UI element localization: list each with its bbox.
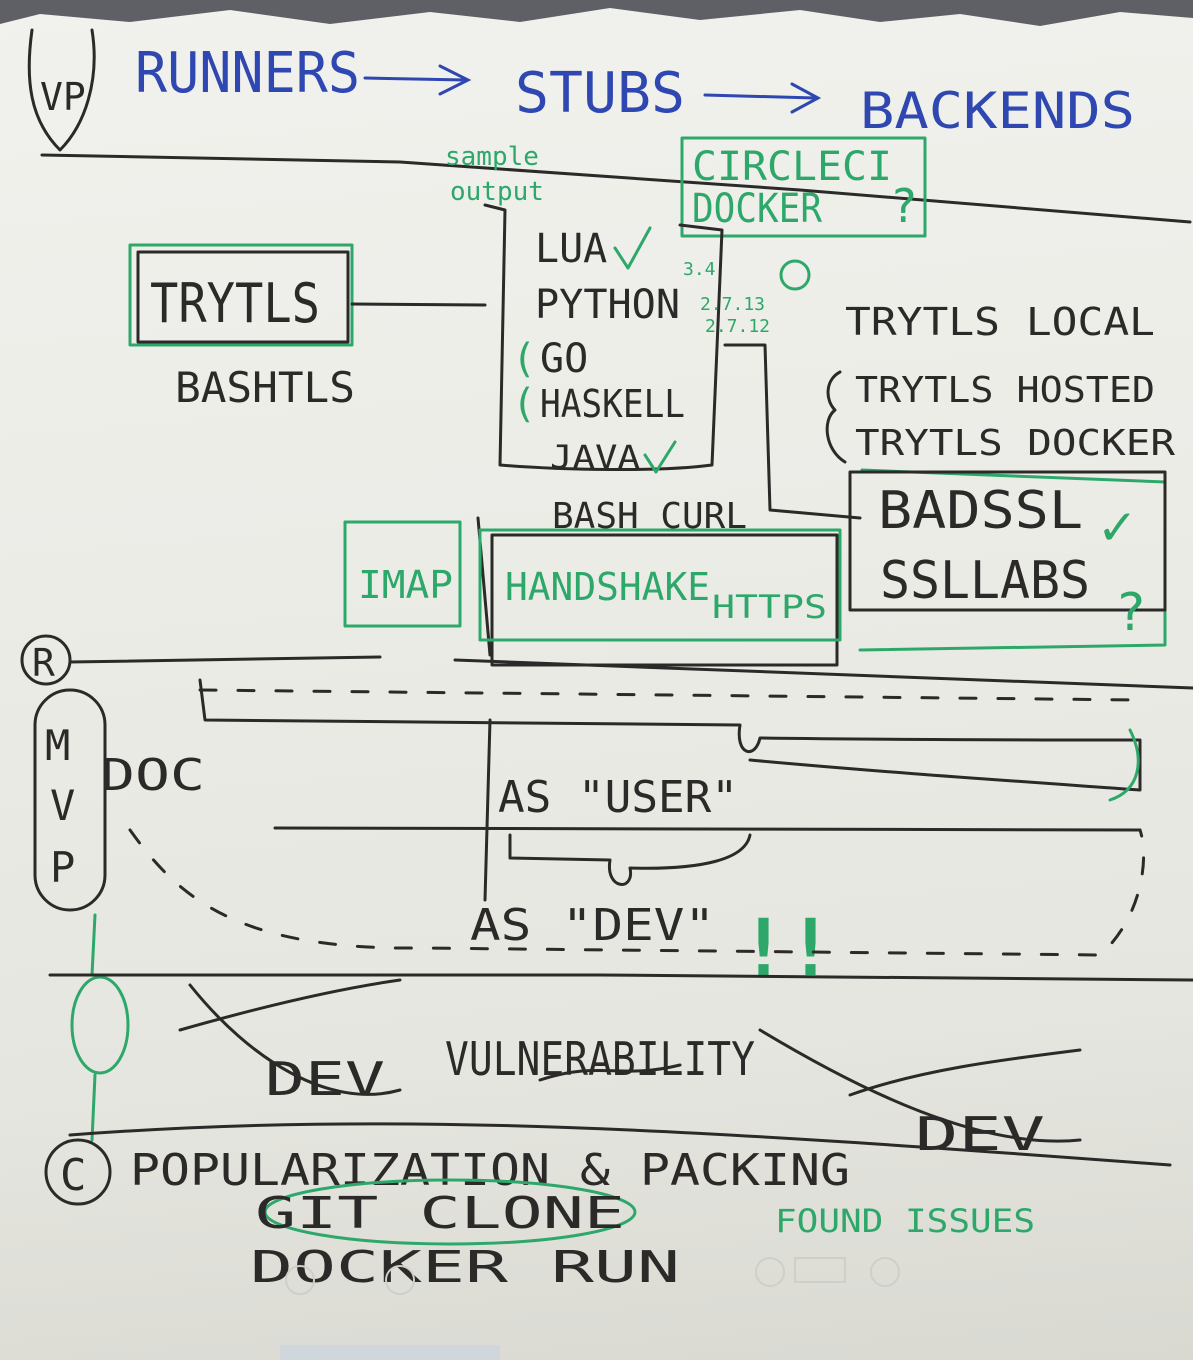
runner-bashtls: BASHTLS (175, 363, 355, 412)
section-r-divider (68, 655, 1193, 690)
section-exclaim: !! (740, 904, 834, 994)
torn-edge (0, 0, 1193, 26)
section-as-dev: AS "DEV" (470, 900, 715, 951)
stub-java: JAVA (550, 438, 640, 476)
mvp-funnel-outline (27, 28, 96, 152)
backend-trytls-local: TRYTLS LOCAL (845, 300, 1155, 344)
note-sample: sample (445, 142, 539, 172)
header-divider (40, 153, 1192, 224)
backend-brace (825, 370, 847, 464)
note-output: output (450, 177, 544, 207)
section-docker-run: DOCKER RUN (250, 1242, 680, 1293)
handshake-green-box (478, 528, 842, 642)
paper-barcode (794, 1257, 846, 1283)
paper-logo-3 (755, 1257, 785, 1287)
stub-python: PYTHON (535, 282, 680, 328)
mvp-letter-v: V (50, 781, 75, 830)
header-runners: RUNNERS (135, 41, 360, 106)
protocol-https: HTTPS (712, 588, 827, 626)
section-r-dashes (198, 688, 1142, 702)
runner-trytls: TRYTLS (150, 272, 320, 335)
protocol-handshake: HANDSHAKE (505, 565, 710, 609)
section-popularization: POPULARIZATION & PACKING (130, 1145, 850, 1196)
mvp-letter-p: P (50, 843, 75, 892)
imap-box (343, 520, 462, 628)
trytls-runner-box (136, 250, 350, 344)
mvp-connector-top (90, 913, 97, 977)
mvp-green-oval (70, 975, 130, 1075)
marker-c: C (60, 1150, 87, 1201)
stubs-to-badssl-line (723, 343, 862, 520)
crossed-dev-left: DEV (265, 1052, 385, 1106)
python-version-2713: 2.7.13 (700, 294, 765, 315)
runner-to-stubs-line (350, 302, 487, 307)
note-question: ? (890, 179, 918, 233)
paper-logo-1 (285, 1265, 315, 1295)
doc-bracket-green (1108, 728, 1140, 802)
easel-tray (280, 1345, 500, 1360)
python-circle-mark (779, 259, 811, 291)
handshake-box (490, 533, 839, 667)
trytls-runner-box-green (128, 243, 354, 347)
note-circleci: CIRCLECI (692, 144, 892, 190)
mvp-letter-m: M (45, 721, 70, 770)
stub-java-check (643, 440, 677, 474)
marker-r: R (32, 641, 55, 685)
stub-haskell: HASKELL (540, 382, 685, 426)
mvp-connector-bottom (90, 1073, 97, 1142)
backends-box (848, 470, 1167, 612)
as-user-underline (273, 826, 1142, 832)
python-version-3: 3.4 (683, 259, 716, 280)
as-user-bracket (508, 833, 752, 886)
backend-ssllabs-question: ? (1115, 583, 1146, 643)
section-as-user: AS "USER" (498, 772, 738, 823)
backend-trytls-docker: TRYTLS DOCKER (855, 423, 1175, 464)
header-stubs: STUBS (515, 61, 685, 126)
stub-haskell-bracket: ( (512, 381, 536, 427)
section-c-divider (68, 1122, 1172, 1167)
cross-dev-left (178, 978, 402, 1096)
cross-vulnerability (538, 1063, 682, 1082)
backend-badssl: BADSSL (878, 481, 1083, 541)
section-git-clone: GIT CLONE (255, 1188, 625, 1239)
section-found-issues: FOUND ISSUES (775, 1202, 1035, 1240)
doc-bracket (198, 678, 1142, 792)
backend-badssl-check: ✓ (1100, 494, 1134, 559)
cross-dev-right (758, 1028, 1082, 1143)
stub-lua-check (613, 226, 652, 270)
mvp-column-oval (33, 688, 107, 912)
header-mvp-mark: VP (40, 75, 86, 119)
user-dev-divider (483, 718, 492, 902)
python-version-2712: 2.7.12 (705, 316, 770, 337)
marker-c-circle (44, 1138, 112, 1206)
crossed-vulnerability: VULNERABILITY (445, 1032, 755, 1086)
backend-trytls-hosted: TRYTLS HOSTED (855, 370, 1155, 411)
note-docker: DOCKER (692, 186, 823, 232)
section-doc: DOC (100, 750, 205, 801)
ci-note-box (680, 136, 927, 238)
stub-lua: LUA (535, 226, 607, 272)
header-arrow-2 (703, 82, 822, 114)
stubs-box (483, 203, 724, 472)
header-backends: BACKENDS (860, 82, 1135, 140)
backend-ssllabs: SSLLABS (880, 551, 1090, 611)
header-arrow-1 (363, 64, 472, 96)
paper-logo-4 (870, 1257, 900, 1287)
marker-r-circle (20, 634, 72, 686)
stub-go: GO (540, 336, 588, 382)
stub-go-bracket: ( (512, 336, 536, 382)
protocol-imap: IMAP (358, 563, 453, 607)
crossed-row-top-divider (48, 973, 1193, 982)
paper-logo-2 (385, 1265, 415, 1295)
git-clone-oval (263, 1178, 637, 1246)
